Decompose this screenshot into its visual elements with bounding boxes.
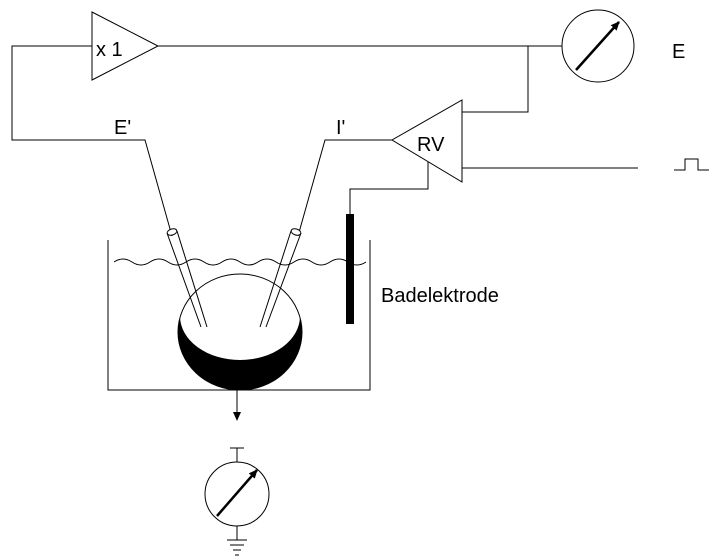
current-electrode-label: I' bbox=[336, 117, 345, 139]
buffer-amplifier: x 1 bbox=[91, 11, 160, 81]
meter-arrow-icon bbox=[575, 21, 620, 71]
bath-electrode bbox=[346, 214, 354, 324]
meter-arrow-icon bbox=[216, 469, 258, 517]
oocyte-cell bbox=[177, 273, 303, 391]
wire-bath-electrode-to-rv bbox=[349, 158, 429, 214]
current-meter bbox=[204, 461, 270, 527]
wires bbox=[11, 45, 638, 540]
buffer-amp-label: x 1 bbox=[96, 39, 123, 61]
wire-rv-to-i-electrode bbox=[297, 139, 392, 237]
bath-electrode-label: Badelektrode bbox=[381, 285, 499, 307]
square-pulse-icon bbox=[674, 158, 709, 171]
bath-water-surface bbox=[113, 258, 367, 266]
ground-icon bbox=[227, 539, 247, 556]
voltage-electrode-label: E' bbox=[114, 117, 131, 139]
feedback-amplifier: RV bbox=[391, 99, 463, 183]
output-e-label: E bbox=[672, 41, 685, 63]
wire-e-electrode-to-buffer bbox=[11, 45, 173, 237]
voltmeter bbox=[561, 9, 635, 83]
feedback-amp-label: RV bbox=[417, 134, 445, 156]
current-microelectrode bbox=[259, 228, 302, 328]
wire-output-to-rv bbox=[462, 46, 529, 113]
voltage-microelectrode bbox=[166, 228, 208, 328]
